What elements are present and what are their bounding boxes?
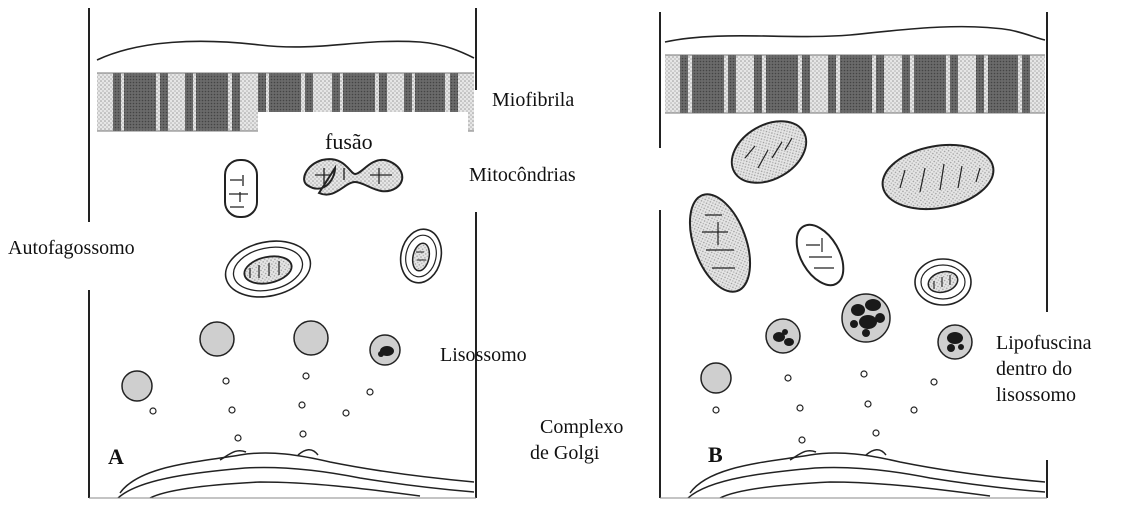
label-lipofuscina-line1: Lipofuscina	[996, 330, 1126, 356]
panel-letter-a: A	[108, 444, 124, 470]
label-lisossomo: Lisossomo	[440, 342, 527, 368]
golgi-b	[688, 450, 1045, 498]
vesicles-a	[150, 373, 373, 441]
myofibril-a	[97, 73, 474, 160]
autophagosome-a-small	[396, 225, 446, 286]
label-fusao: fusão	[325, 129, 373, 155]
lysosome-b-plain	[701, 363, 731, 393]
lipofuscin-lysosome-b-1	[842, 294, 890, 342]
panel-letter-b: B	[708, 442, 723, 468]
mitochondrion-b-3	[678, 186, 762, 300]
label-autofagossomo: Autofagossomo	[8, 235, 135, 261]
lipofuscin-lysosome-b-3	[938, 325, 972, 359]
panel-b	[660, 12, 1047, 498]
label-lipofuscina-line3: lisossomo	[996, 382, 1126, 408]
lysosome-a-4	[122, 371, 152, 401]
label-complexo-line1: Complexo	[540, 414, 660, 440]
lysosome-a-2	[294, 321, 328, 355]
mitochondrion-a-small	[225, 160, 257, 217]
label-lipofuscina: Lipofuscina dentro do lisossomo	[996, 330, 1126, 408]
label-lipofuscina-line2: dentro do	[996, 356, 1126, 382]
autophagosome-b	[915, 259, 971, 305]
golgi-a	[118, 450, 474, 498]
mitochondrion-b-4	[787, 217, 853, 293]
label-complexo-de-golgi: Complexo de Golgi	[540, 414, 660, 466]
sarcolemma-a	[97, 41, 474, 60]
lysosome-a-3-with-content	[370, 335, 400, 365]
mitochondrion-b-1	[721, 109, 817, 196]
label-mitocondrias: Mitocôndrias	[469, 162, 576, 188]
autophagosome-a-large	[220, 234, 315, 305]
label-complexo-line2: de Golgi	[530, 440, 660, 466]
vesicles-b	[713, 371, 937, 443]
mitochondrion-b-2	[877, 137, 998, 218]
mitochondria-fusion-a	[304, 159, 402, 194]
lipofuscin-lysosome-b-2	[766, 319, 800, 353]
panel-a	[89, 8, 476, 498]
lysosome-a-1	[200, 322, 234, 356]
myofibril-b	[665, 55, 1045, 113]
label-miofibrila: Miofibrila	[492, 87, 574, 113]
